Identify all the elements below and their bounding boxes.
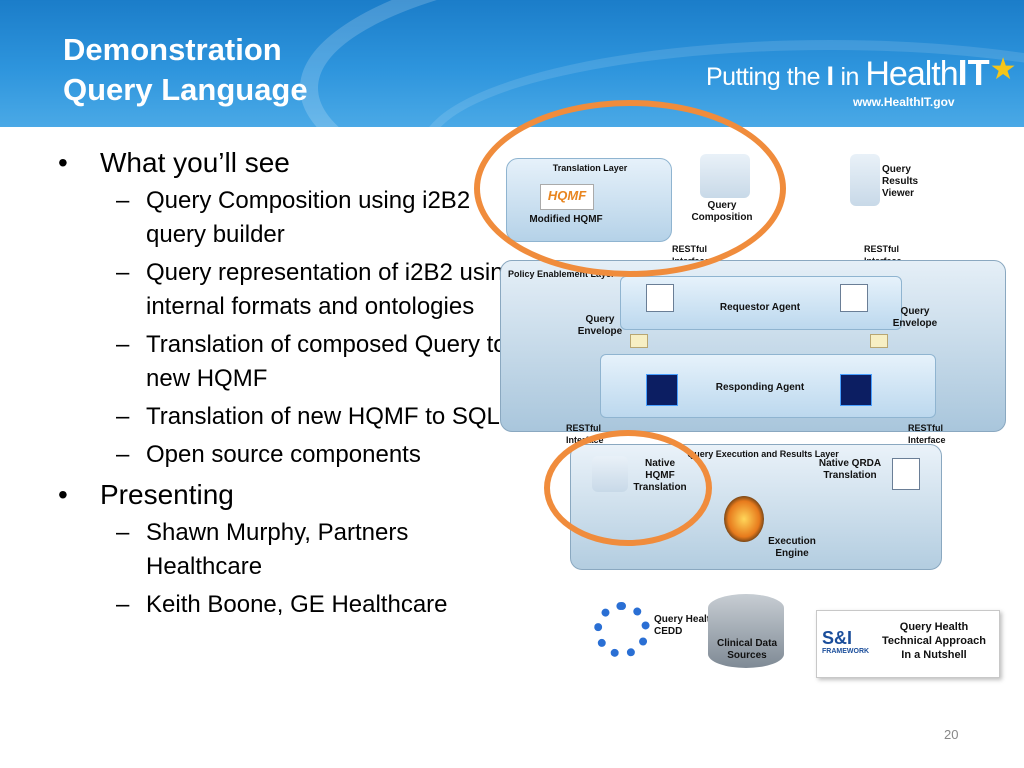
architecture-diagram: Translation Layer HQMF Modified HQMF Que… — [474, 100, 1015, 690]
envelope-icon — [870, 334, 888, 348]
envelope-icon — [630, 334, 648, 348]
policy-layer-label: Policy Enablement Layer — [508, 269, 615, 279]
execution-engine-label: Execution Engine — [768, 536, 816, 559]
responding-agent-box — [600, 354, 936, 418]
healthit-logo: Putting the I in HealthIT★ — [706, 52, 1017, 93]
viewer-person-icon — [850, 154, 880, 206]
sub-bullet: –Keith Boone, GE Healthcare — [116, 591, 448, 618]
sub-bullet: –Translation of composed Query to new HQ… — [116, 331, 507, 392]
page-number: 20 — [944, 727, 959, 742]
sub-bullet: –Query representation of i2B2 using inte… — [116, 259, 517, 320]
sub-bullet: –Shawn Murphy, Partners Healthcare — [116, 519, 409, 580]
approach-label: Query Health Technical Approach In a Nut… — [882, 621, 986, 661]
logo-url: www.HealthIT.gov — [853, 95, 955, 109]
clinical-data-sources-label: Clinical Data Sources — [716, 638, 778, 661]
highlight-ring-native-hqmf — [544, 430, 712, 546]
title-line-1: Demonstration — [63, 32, 282, 67]
database-icon — [708, 594, 784, 668]
si-framework-label: FRAMEWORK — [822, 648, 870, 655]
execution-engine-icon — [724, 496, 764, 542]
native-qrda-label: Native QRDA Translation — [818, 458, 882, 481]
processor-chip-icon — [646, 374, 678, 406]
sub-bullet: –Open source components — [116, 441, 421, 468]
query-document-icon — [840, 284, 868, 312]
slide-header: Demonstration Query Language Putting the… — [0, 0, 1024, 127]
star-icon: ★ — [989, 53, 1017, 86]
query-document-icon — [646, 284, 674, 312]
requestor-agent-label: Requestor Agent — [719, 302, 801, 313]
bullet-presenting: •Presenting — [58, 479, 234, 510]
sub-bullet: –Translation of new HQMF to SQL — [116, 403, 500, 430]
query-results-viewer-label: Query Results Viewer — [882, 164, 919, 199]
title-line-2: Query Language — [63, 72, 308, 107]
query-health-cedd-label: Query Health CEDD — [654, 614, 717, 637]
highlight-ring-translation — [474, 100, 786, 277]
qrda-document-icon — [892, 458, 920, 490]
slide-title: Demonstration Query Language — [63, 30, 308, 110]
sub-bullet: –Query Composition using i2B2 query buil… — [116, 187, 471, 248]
bullet-what-youll-see: •What you’ll see — [58, 147, 290, 178]
si-logo: S&I — [822, 628, 853, 648]
approach-card — [816, 610, 1000, 678]
restful-interface-label: RESTful Interface — [908, 423, 946, 445]
responding-agent-label: Responding Agent — [715, 382, 805, 393]
execution-layer-label: Query Execution and Results Layer — [687, 449, 839, 459]
query-envelope-label: Query Envelope — [892, 306, 938, 329]
processor-chip-icon — [840, 374, 872, 406]
query-envelope-label: Query Envelope — [577, 314, 623, 337]
cedd-cycle-icon — [594, 602, 650, 658]
bullet-list: •What you’ll see –Query Composition usin… — [58, 140, 518, 622]
